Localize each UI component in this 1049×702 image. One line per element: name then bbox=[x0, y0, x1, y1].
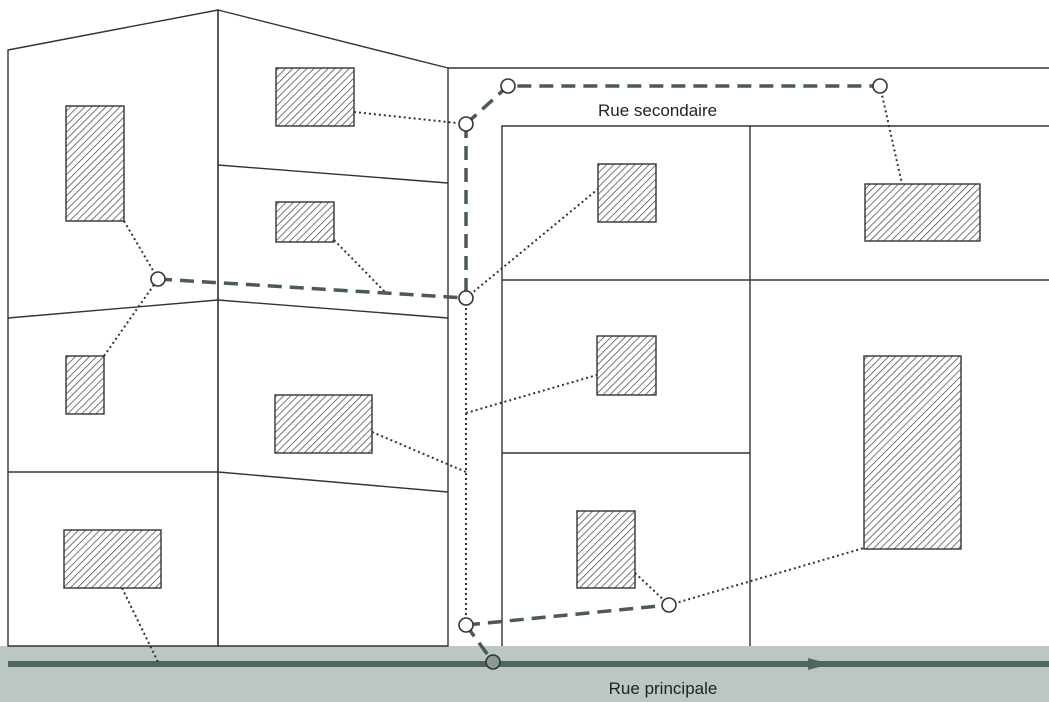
building-middle bbox=[217, 9, 449, 647]
node-circle-icon bbox=[458, 290, 474, 306]
connection-link bbox=[121, 587, 159, 663]
junction-node-icon bbox=[485, 654, 501, 670]
floor-divider bbox=[217, 471, 449, 493]
connection-link bbox=[371, 431, 467, 473]
floor-divider bbox=[217, 164, 449, 184]
node-circle-icon bbox=[872, 78, 888, 94]
node-circle-icon bbox=[500, 78, 516, 94]
node-circle-icon bbox=[661, 597, 677, 613]
left-block bbox=[7, 9, 449, 647]
connection-link bbox=[103, 278, 159, 357]
floor-divider bbox=[217, 299, 449, 319]
node-circle-icon bbox=[150, 271, 166, 287]
hatched-unit bbox=[275, 67, 355, 127]
hatched-unit bbox=[65, 355, 105, 415]
hatched-unit bbox=[274, 394, 373, 454]
hatched-unit bbox=[275, 201, 335, 243]
main-street-label: Rue principale bbox=[609, 679, 718, 698]
node-circle-icon bbox=[458, 617, 474, 633]
building-right-outline bbox=[501, 125, 1049, 646]
hatched-unit bbox=[65, 105, 125, 222]
floor-divider bbox=[7, 299, 219, 319]
connection-link bbox=[353, 111, 467, 125]
connection-link bbox=[668, 547, 865, 606]
connection-link bbox=[465, 374, 598, 414]
connection-link bbox=[333, 239, 386, 293]
hatched-units bbox=[63, 67, 981, 589]
main-street: Rue principale bbox=[0, 646, 1049, 702]
hatched-unit bbox=[576, 510, 636, 589]
main-street-band bbox=[0, 646, 1049, 702]
flow-arrow-icon bbox=[808, 658, 830, 670]
connection-link bbox=[465, 188, 599, 299]
network-path-horizontal bbox=[157, 277, 467, 300]
hatched-unit bbox=[597, 163, 657, 223]
network-path-bottom bbox=[465, 603, 670, 627]
secondary-street-label: Rue secondaire bbox=[598, 101, 717, 120]
nodes bbox=[150, 78, 888, 670]
dotted-links bbox=[103, 85, 903, 663]
hatched-unit bbox=[63, 529, 162, 589]
node-circle-icon bbox=[458, 116, 474, 132]
hatched-unit bbox=[596, 335, 657, 396]
hatched-unit bbox=[864, 183, 981, 242]
connection-link bbox=[123, 220, 159, 280]
connection-link bbox=[879, 85, 903, 185]
right-block: Rue secondaire bbox=[448, 67, 1049, 646]
hatched-unit bbox=[863, 355, 962, 550]
